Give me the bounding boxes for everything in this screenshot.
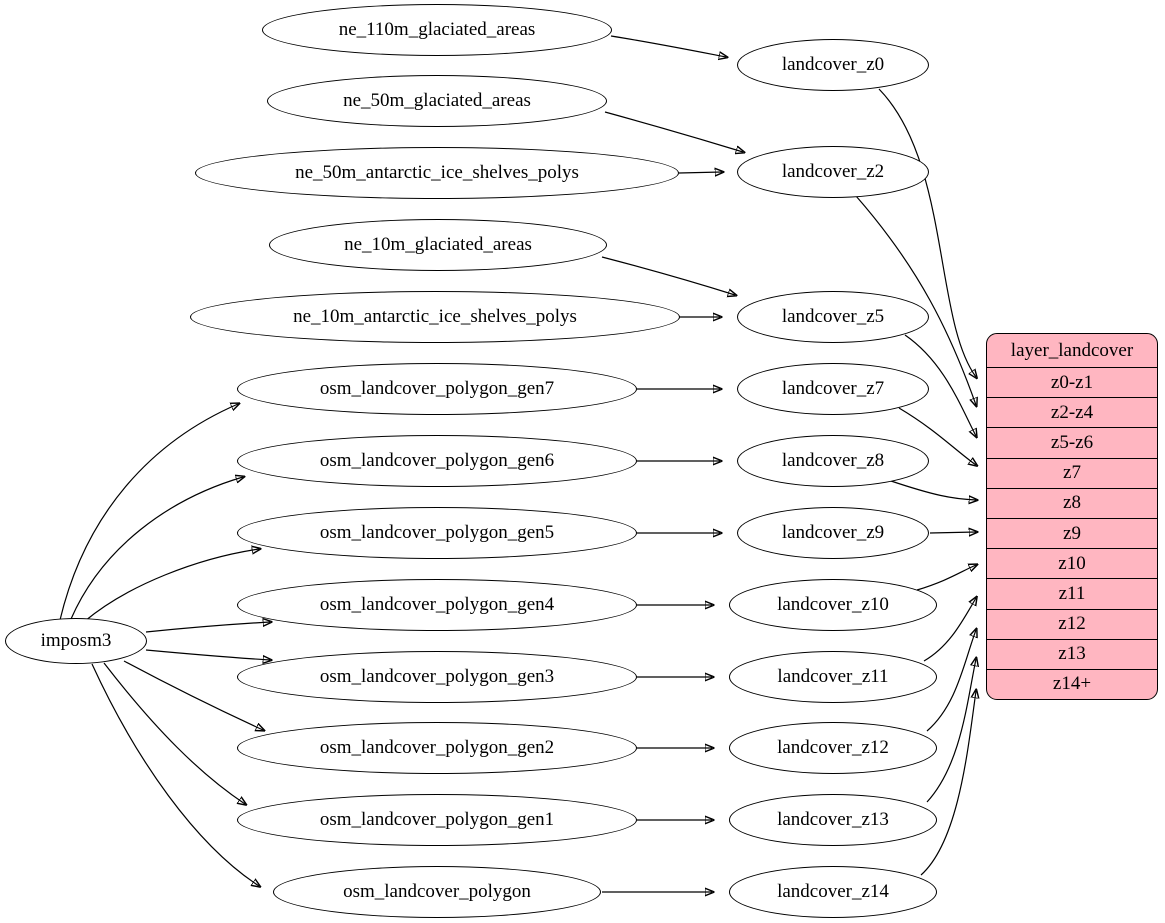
edge-imposm3-gen6 xyxy=(70,477,243,620)
edge-z13-row-z13 xyxy=(926,659,976,803)
node-osm-landcover-polygon-gen1: osm_landcover_polygon_gen1 xyxy=(237,794,637,846)
record-row-z0-z1: z0-z1 xyxy=(987,367,1157,397)
node-osm-landcover-polygon-gen2: osm_landcover_polygon_gen2 xyxy=(237,722,637,774)
edge-z5-row-z5-z6 xyxy=(904,334,976,436)
node-label: landcover_z9 xyxy=(781,522,885,543)
edge-z8-row-z8 xyxy=(890,480,976,500)
node-label: osm_landcover_polygon_gen3 xyxy=(319,666,555,687)
node-landcover-z9: landcover_z9 xyxy=(737,507,929,559)
edge-z14-row-z14plus xyxy=(920,691,976,876)
node-label: osm_landcover_polygon_gen1 xyxy=(319,809,555,830)
edge-imposm3-gen1 xyxy=(103,662,245,804)
node-label: landcover_z0 xyxy=(781,54,885,75)
record-row-z13: z13 xyxy=(987,638,1157,669)
record-row-z8: z8 xyxy=(987,487,1157,518)
node-label: osm_landcover_polygon_gen6 xyxy=(319,450,555,471)
record-row-z9: z9 xyxy=(987,517,1157,548)
node-landcover-z8: landcover_z8 xyxy=(737,435,929,487)
node-label: ne_50m_glaciated_areas xyxy=(343,90,531,111)
node-landcover-z0: landcover_z0 xyxy=(737,39,929,91)
node-label: landcover_z12 xyxy=(777,737,889,758)
record-row-z7: z7 xyxy=(987,457,1157,488)
node-label: landcover_z8 xyxy=(781,450,885,471)
edge-imposm3-gen4 xyxy=(145,622,270,633)
node-imposm3: imposm3 xyxy=(5,618,147,664)
node-landcover-z11: landcover_z11 xyxy=(729,651,937,703)
record-row-z2-z4: z2-z4 xyxy=(987,397,1157,427)
edge-z2-row-z2-z4 xyxy=(855,195,976,405)
node-label: landcover_z14 xyxy=(777,881,889,902)
node-osm-landcover-polygon-gen4: osm_landcover_polygon_gen4 xyxy=(237,579,637,631)
record-row-z5-z6: z5-z6 xyxy=(987,427,1157,457)
node-label: osm_landcover_polygon_gen5 xyxy=(319,522,555,543)
node-label: landcover_z5 xyxy=(781,306,885,327)
node-ne-10m-glaciated-areas: ne_10m_glaciated_areas xyxy=(269,219,607,271)
record-row-z14plus: z14+ xyxy=(987,668,1157,699)
node-layer-landcover: layer_landcover z0-z1 z2-z4 z5-z6 z7 z8 … xyxy=(986,333,1158,700)
edge-z9-row-z9 xyxy=(929,532,976,533)
node-landcover-z5: landcover_z5 xyxy=(737,291,929,343)
node-label: landcover_z11 xyxy=(777,666,889,687)
edge-z7-row-z7 xyxy=(898,407,976,465)
node-label: osm_landcover_polygon_gen4 xyxy=(319,594,555,615)
node-label: landcover_z7 xyxy=(781,378,885,399)
record-title: layer_landcover xyxy=(1010,339,1134,361)
edge-z12-row-z12 xyxy=(926,630,976,732)
edge-imposm3-gen7 xyxy=(59,404,238,621)
node-landcover-z7: landcover_z7 xyxy=(737,363,929,415)
record-row-z10: z10 xyxy=(987,548,1157,578)
edge-z11-row-z11 xyxy=(923,598,976,662)
node-ne-110m-glaciated-areas: ne_110m_glaciated_areas xyxy=(262,4,612,56)
edge-ne50m-antarctic-z2 xyxy=(678,172,722,173)
node-label: imposm3 xyxy=(40,630,112,651)
node-label: landcover_z2 xyxy=(781,161,885,182)
node-landcover-z14: landcover_z14 xyxy=(729,866,937,918)
node-osm-landcover-polygon: osm_landcover_polygon xyxy=(273,866,601,918)
edge-imposm3-polygon xyxy=(91,663,259,886)
node-label: landcover_z10 xyxy=(777,594,889,615)
edge-z10-row-z10 xyxy=(916,565,976,591)
node-osm-landcover-polygon-gen3: osm_landcover_polygon_gen3 xyxy=(237,651,637,703)
node-label: ne_10m_glaciated_areas xyxy=(344,234,532,255)
node-landcover-z10: landcover_z10 xyxy=(729,579,937,631)
edge-ne110m-z0 xyxy=(610,35,726,57)
record-row-z11: z11 xyxy=(987,578,1157,608)
node-label: ne_10m_antarctic_ice_shelves_polys xyxy=(293,306,577,327)
record-row-z12: z12 xyxy=(987,608,1157,639)
node-ne-10m-antarctic-ice-shelves-polys: ne_10m_antarctic_ice_shelves_polys xyxy=(190,291,680,343)
edge-z0-row-z0-z1 xyxy=(878,88,976,377)
node-osm-landcover-polygon-gen6: osm_landcover_polygon_gen6 xyxy=(237,435,637,487)
edge-imposm3-gen3 xyxy=(145,649,270,660)
node-label: osm_landcover_polygon_gen2 xyxy=(319,737,555,758)
node-ne-50m-glaciated-areas: ne_50m_glaciated_areas xyxy=(267,75,607,127)
node-label: landcover_z13 xyxy=(777,809,889,830)
node-label: osm_landcover_polygon_gen7 xyxy=(319,378,555,399)
node-label: osm_landcover_polygon xyxy=(343,881,531,902)
node-label: ne_110m_glaciated_areas xyxy=(338,19,536,40)
edge-ne10m-glaciated-z5 xyxy=(601,256,735,295)
node-osm-landcover-polygon-gen5: osm_landcover_polygon_gen5 xyxy=(237,507,637,559)
node-ne-50m-antarctic-ice-shelves-polys: ne_50m_antarctic_ice_shelves_polys xyxy=(195,147,679,199)
edge-ne50m-glaciated-z2 xyxy=(604,111,743,152)
edge-imposm3-gen5 xyxy=(84,549,259,622)
node-landcover-z13: landcover_z13 xyxy=(729,794,937,846)
node-label: ne_50m_antarctic_ice_shelves_polys xyxy=(295,162,579,183)
edge-imposm3-gen2 xyxy=(123,660,263,730)
node-landcover-z12: landcover_z12 xyxy=(729,722,937,774)
node-osm-landcover-polygon-gen7: osm_landcover_polygon_gen7 xyxy=(237,363,637,415)
node-landcover-z2: landcover_z2 xyxy=(737,146,929,198)
